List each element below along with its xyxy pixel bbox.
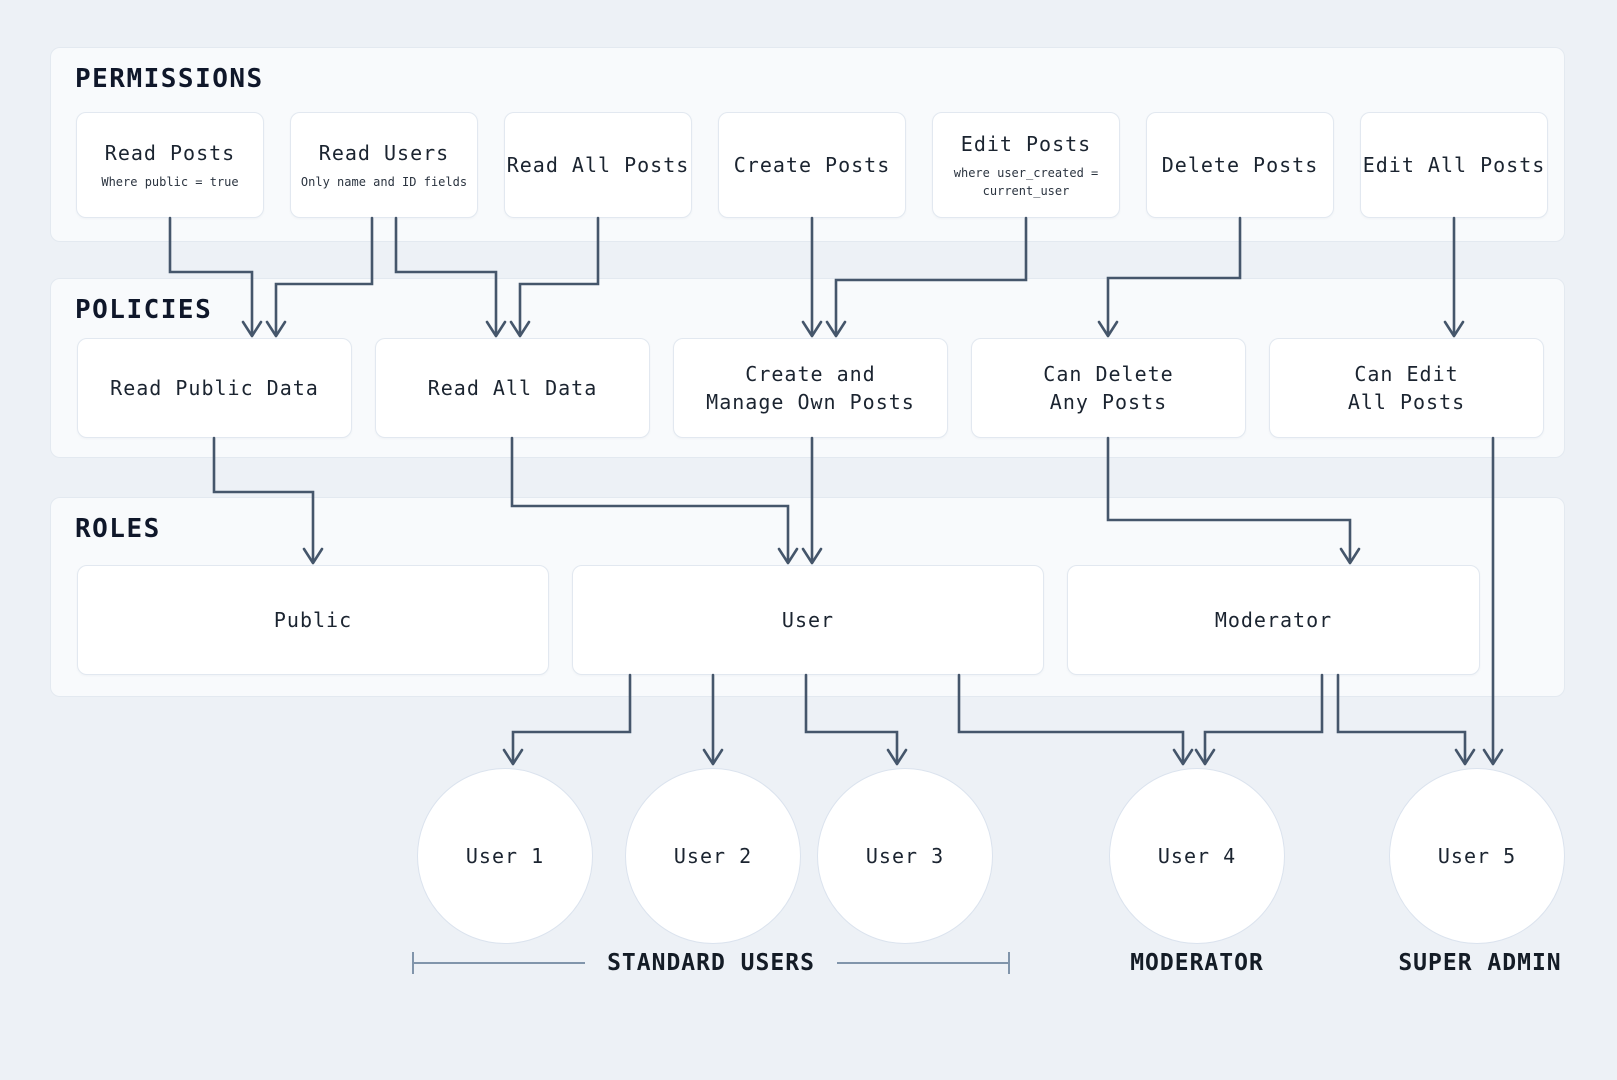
bracket-right-bar [836,962,1008,964]
node-can-edit-all-posts: Can Edit All Posts [1269,338,1544,438]
node-label: Read Users [318,141,450,165]
standard-users-bracket: STANDARD USERS [412,950,1010,976]
user-circle-user-1: User 1 [417,768,593,944]
node-label: Public [273,608,353,632]
node-label: Moderator [1214,608,1333,632]
node-label: Can Edit All Posts [1347,362,1466,414]
node-label: Can Delete Any Posts [1043,362,1174,414]
group-label-super-admin: SUPER ADMIN [1398,950,1562,976]
bracket-left-tick [412,952,414,974]
node-sublabel: Where public = true [101,175,239,189]
user-circle-label: User 3 [865,844,945,868]
node-can-delete-any-posts: Can Delete Any Posts [971,338,1246,438]
node-label: Create and Manage Own Posts [706,362,915,414]
node-label: Edit Posts [960,132,1092,156]
bracket-left-bar [414,962,586,964]
user-circle-label: User 5 [1437,844,1517,868]
node-label: Create Posts [733,153,891,177]
user-circle-label: User 2 [673,844,753,868]
node-edit-all-posts: Edit All Posts [1360,112,1548,218]
group-label-standard-users: STANDARD USERS [607,950,815,976]
node-label: Edit All Posts [1362,153,1546,177]
node-sublabel: Only name and ID fields [300,175,468,189]
node-label: Read Posts [104,141,236,165]
user-circle-user-5: User 5 [1389,768,1565,944]
node-read-all-data: Read All Data [375,338,650,438]
node-read-public-data: Read Public Data [77,338,352,438]
user-circle-user-3: User 3 [817,768,993,944]
node-create-manage-own-posts: Create and Manage Own Posts [673,338,948,438]
group-label-moderator: MODERATOR [1130,950,1264,976]
permissions-section-title: PERMISSIONS [75,64,264,94]
policies-section-title: POLICIES [75,295,213,325]
node-label: User [781,608,835,632]
node-label: Delete Posts [1161,153,1319,177]
node-delete-posts: Delete Posts [1146,112,1334,218]
node-label: Read All Data [427,376,598,400]
node-create-posts: Create Posts [718,112,906,218]
user-circle-user-2: User 2 [625,768,801,944]
user-circle-user-4: User 4 [1109,768,1285,944]
node-moderator: Moderator [1067,565,1480,675]
roles-section-title: ROLES [75,514,161,544]
node-read-all-posts: Read All Posts [504,112,692,218]
node-label: Read Public Data [110,376,319,400]
node-user: User [572,565,1044,675]
node-public: Public [77,565,549,675]
bracket-right-tick [1008,952,1010,974]
node-sublabel: where user_created = current_user [953,166,1099,198]
user-circle-label: User 4 [1157,844,1237,868]
user-circle-label: User 1 [465,844,545,868]
node-edit-posts: Edit Posts where user_created = current_u… [932,112,1120,218]
node-label: Read All Posts [506,153,690,177]
